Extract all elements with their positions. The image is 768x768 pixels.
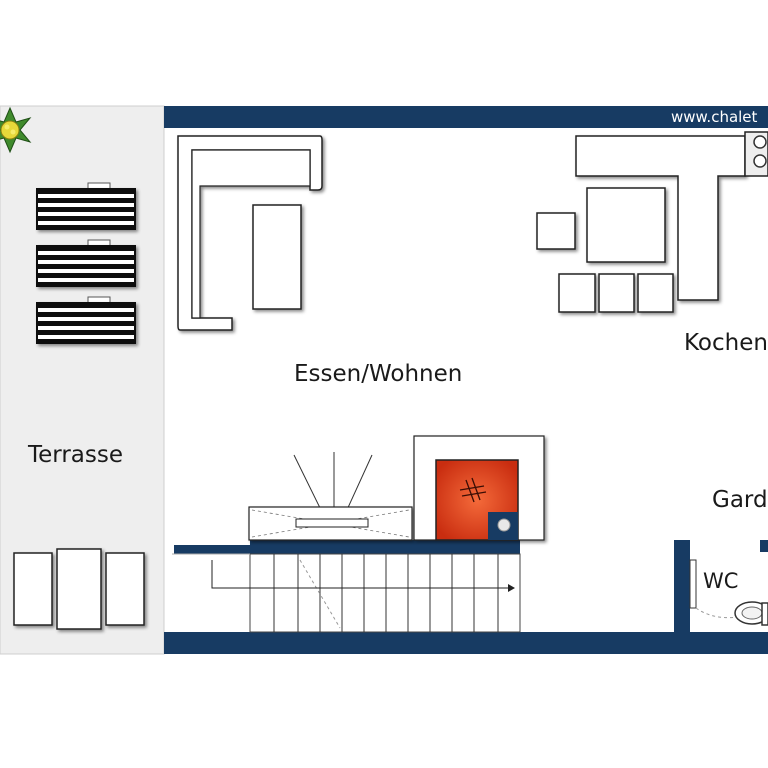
fireplace (413, 435, 545, 541)
sun-lounger (36, 182, 136, 230)
staircase (172, 553, 521, 633)
dining-chair (536, 212, 576, 250)
dining-chair (637, 273, 674, 313)
interior-wall (174, 540, 768, 632)
dining-table (586, 187, 666, 263)
terrace-bench (13, 548, 145, 630)
dining-chair (558, 273, 596, 313)
room-label-kitchen: Kochen (684, 330, 768, 356)
watermark-text: www.chalet (671, 108, 758, 126)
exterior-walls (164, 106, 768, 654)
sun-lounger (36, 239, 136, 287)
room-label-wardrobe: Gard (712, 487, 768, 513)
room-label-wc: WC (703, 569, 738, 593)
chimney-flue (488, 512, 518, 540)
toilet-icon (734, 601, 768, 626)
room-label-living: Essen/Wohnen (294, 361, 462, 387)
dining-chair (598, 273, 635, 313)
sun-lounger (36, 296, 136, 344)
coffee-table (252, 204, 302, 310)
tv-lowboard (248, 452, 413, 541)
wc-door (689, 559, 761, 619)
sofa (177, 135, 323, 331)
room-label-terrace: Terrasse (27, 442, 123, 468)
fireplace-icon (459, 477, 487, 503)
stove (744, 131, 768, 177)
plant-icon (0, 106, 32, 154)
